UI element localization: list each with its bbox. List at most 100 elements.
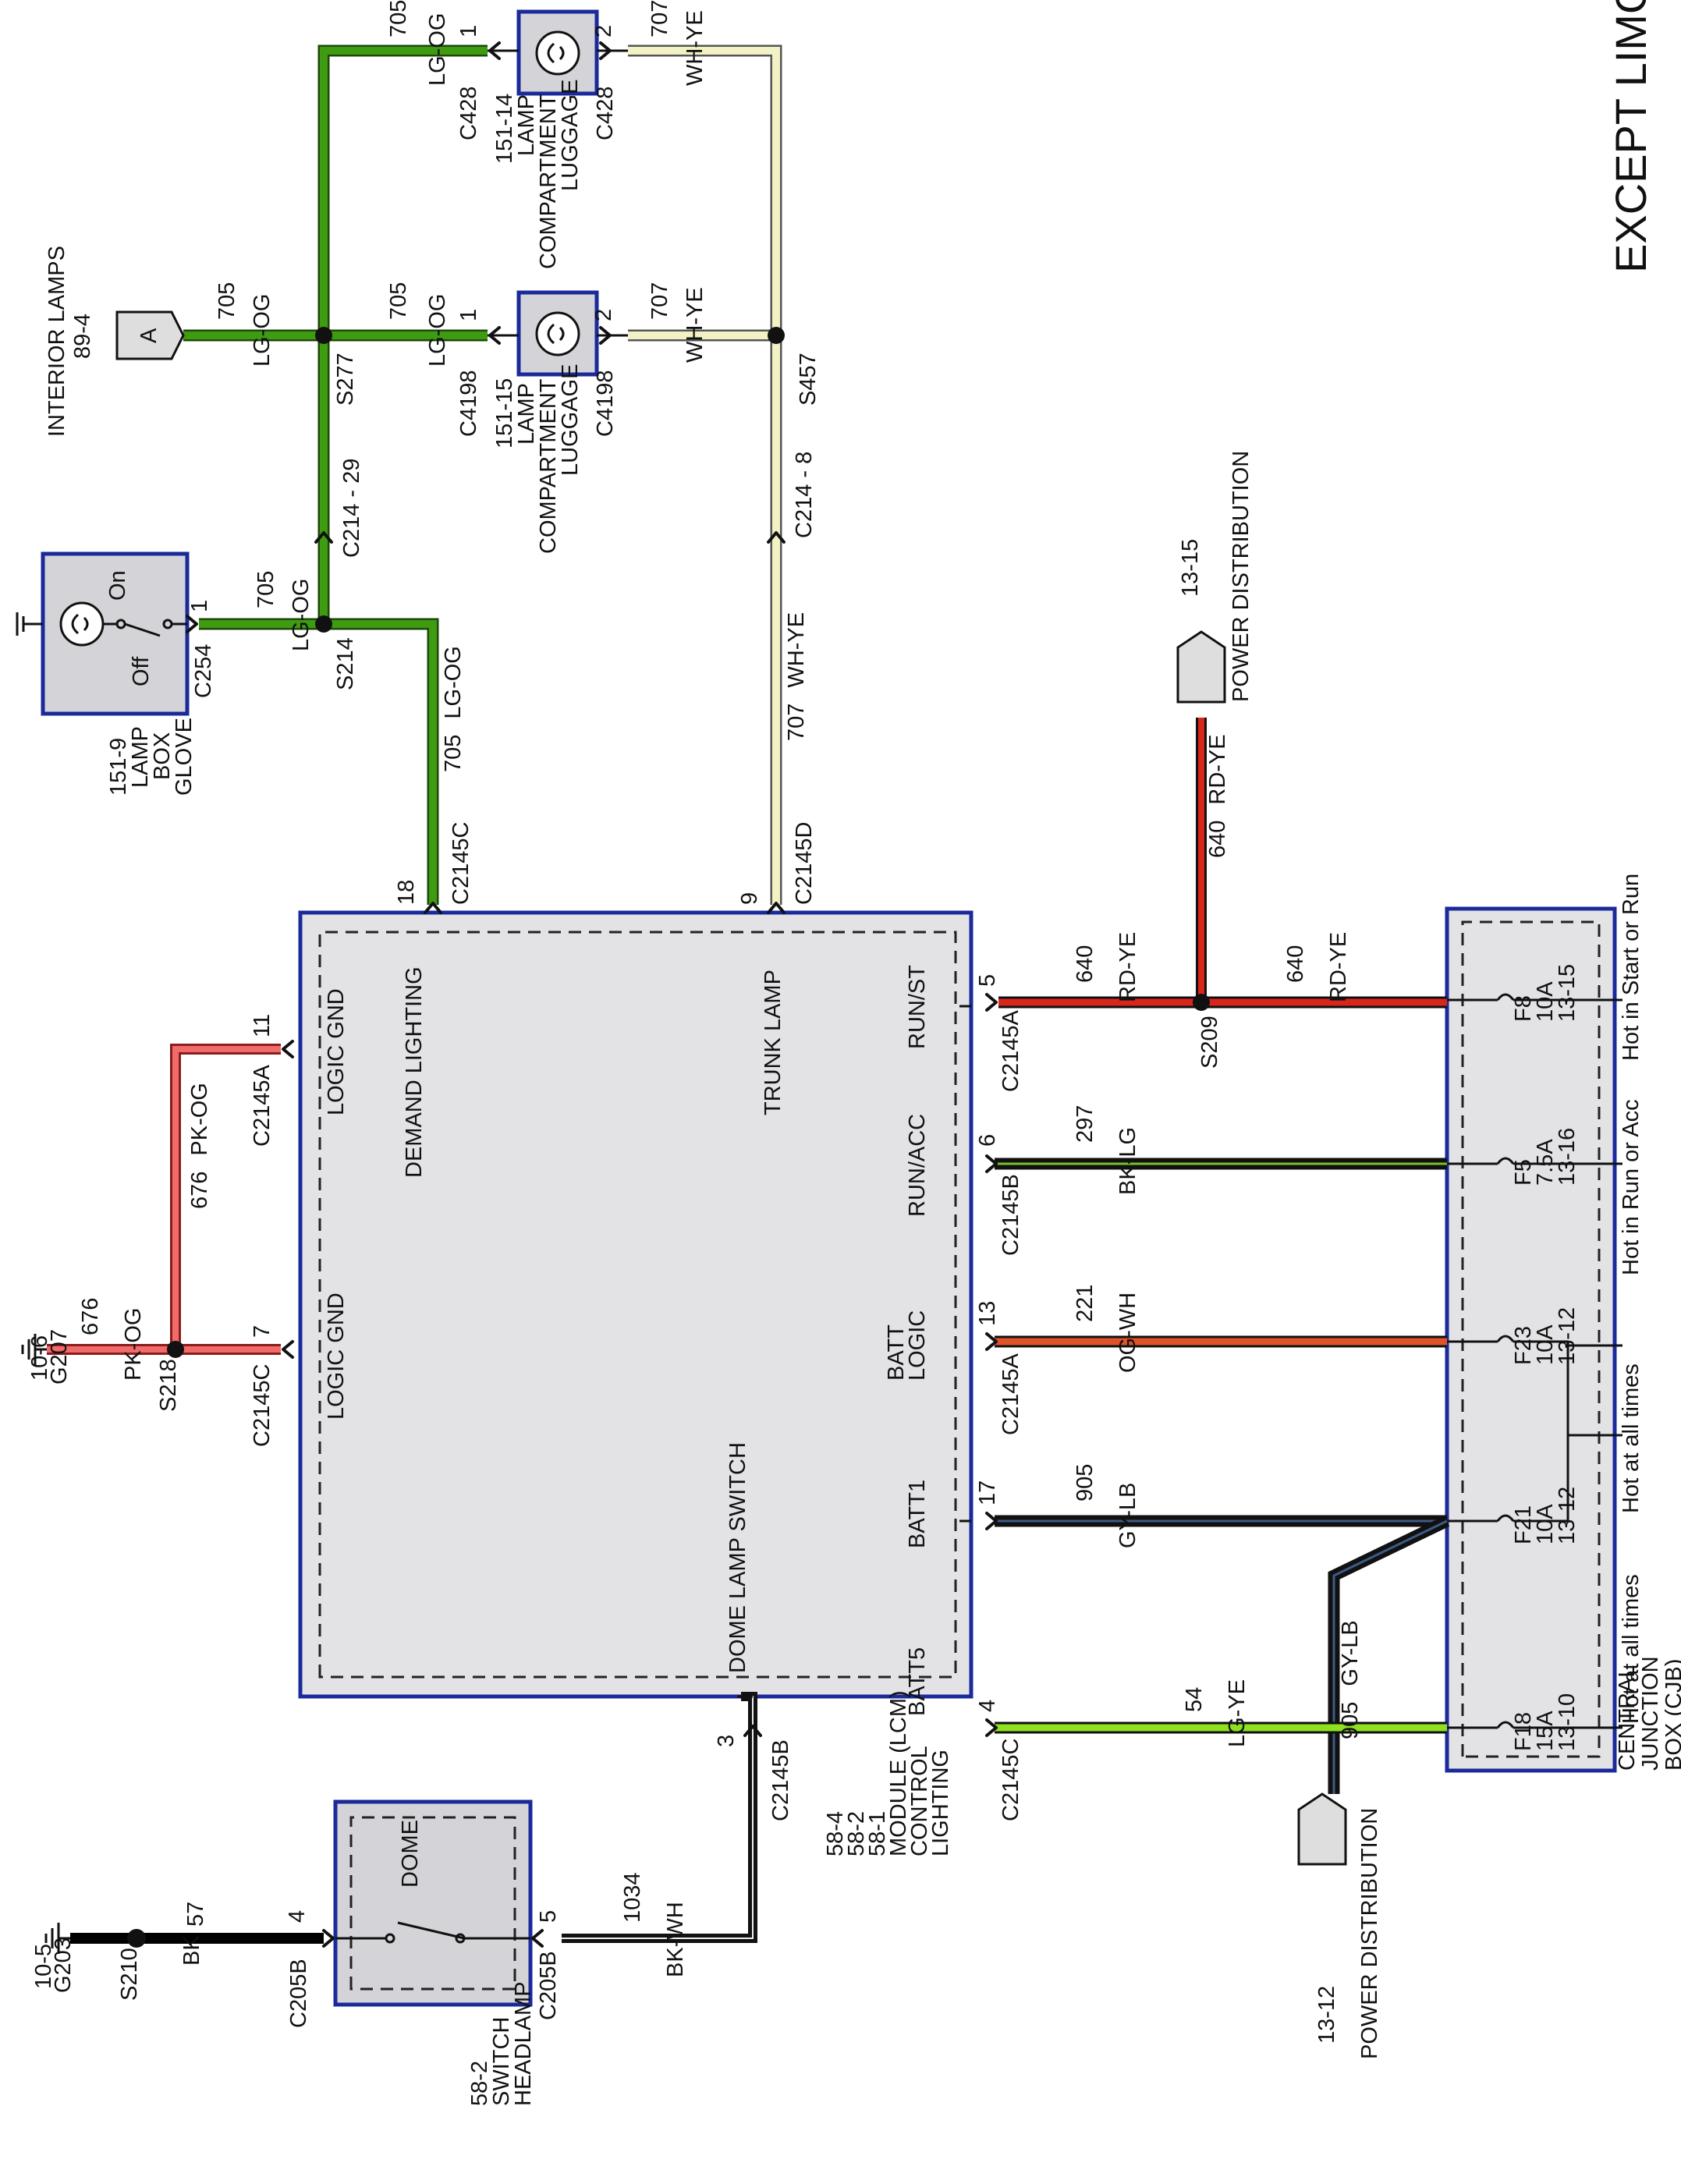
circuit-640a-color: RD-YE [1115,932,1140,1002]
wire-705 [183,44,488,905]
splice-s218-label: S218 [156,1359,181,1412]
circuit-707b-number: 707 [647,282,672,320]
circuit-705a-color: LG-OG [425,13,450,86]
circuit-640v-label: 640RD-YE [1205,734,1230,858]
circuit-640b-number: 640 [1283,945,1308,983]
fuse-f23-symbol [1496,1335,1515,1342]
connector-c2145c-4-pin: 4 [975,1700,1000,1712]
circuit-297-color: BK-LG [1115,1127,1140,1195]
lcm-pin-dome-lamp-switch: DOME LAMP SWITCH [725,1442,750,1673]
connector-c214-29: C214 - 29 [339,459,364,558]
splice-s209-label: S209 [1197,1016,1222,1069]
glove-box-on: On [105,570,130,601]
luggage-compartment-lamp-2 [516,290,599,377]
lamp2-label: COMPARTMENT [536,378,561,554]
connector-c205b-4-pin: 4 [285,1910,310,1923]
lcm-label: 58-2 [844,1811,869,1856]
lcm-pin-runacc: RUN/ACC [905,1114,930,1217]
wire-676 [47,1044,281,1355]
connector-c2145a-13-name: C2145A [998,1353,1023,1435]
lamp1-label: 151-14 [492,94,517,164]
diagram-title: EXCEPT LIMO [1606,0,1655,273]
circuit-297-number: 297 [1073,1105,1098,1143]
connector-c2145b-3-pin: 3 [714,1735,739,1747]
lcm-pin-demand-lighting: DEMAND LIGHTING [402,966,427,1178]
circuit-707v-label: 707WH-YE [784,612,809,741]
glove-box-lamp: On Off [16,551,190,716]
fuse-f8-amps: 10A [1533,981,1558,1022]
splice-s277 [315,327,332,344]
circuit-705b-number: 705 [386,282,411,320]
circuit-705b-color: LG-OG [425,294,450,367]
connector-c2145c-18-pin: 18 [394,880,419,905]
power-distribution-13-15: POWER DISTRIBUTION 13-15 [1176,451,1254,704]
circuit-1034-number: 1034 [620,1872,645,1923]
circuit-1034-color: BK-WH [663,1902,688,1977]
interior-lamps-ref: 89-4 [70,314,95,359]
lcm-pin-logic-gnd: LOGIC GND [324,1292,349,1420]
circuit-57-color: BK [179,1935,204,1966]
lcm-label: CONTROL [907,1746,932,1856]
splice-s457-label: S457 [796,353,821,406]
circuit-676v-label: 676PK-OG [187,1083,212,1209]
hot-label: Hot in Start or Run [1619,874,1644,1061]
circuit-707a-color: WH-YE [683,10,708,86]
fuse-f8-ref: 13-15 [1555,964,1580,1022]
headlamp-switch: DOME [333,1799,533,2007]
headlamp-switch-label: 58-2 [467,2061,492,2106]
wire-905 [995,1515,1450,1794]
connector-c2145c-7-name: C2145C [250,1364,275,1447]
glove-box-label: LAMP [128,726,153,788]
connector-c428-2-name: C428 [593,87,618,140]
wire-1034 [562,1692,757,1943]
lcm-label: 58-1 [865,1811,890,1856]
fuse-f21-amps: 10A [1533,1504,1558,1544]
hot-label: Hot at all times [1619,1574,1644,1724]
ground-g207-ref: 10-6 [27,1335,52,1381]
headlamp-switch-label: SWITCH [489,2017,514,2106]
circuit-640a-number: 640 [1073,945,1098,983]
splice-s210 [127,1929,146,1948]
connector-c2145a-11-name: C2145A [250,1065,275,1147]
fuse-f23-amps: 10A [1533,1324,1558,1365]
connector-c4198-2-pin: 2 [591,309,616,321]
connector-c4198-1-name: C4198 [456,370,481,437]
headlamp-switch-label: HEADLAMP [511,1981,536,2106]
c2145c-7-arrow [282,1340,294,1359]
connector-c4198-1-pin: 1 [456,309,481,321]
connector-c2145c-7-pin: 7 [250,1325,275,1338]
c2145d-arrow [767,902,786,914]
fuse-f18-amps: 15A [1533,1711,1558,1751]
connector-c2145a-11-pin: 11 [250,1014,275,1037]
fuse-f8-label: F8 [1511,995,1536,1022]
circuit-54-number: 54 [1182,1687,1207,1712]
connector-c428-2-pin: 2 [591,25,616,37]
splice-s277-label: S277 [333,353,358,406]
glove-box-label: GLOVE [172,718,197,796]
circuit-640b-color: RD-YE [1326,932,1351,1002]
hot-label: Hot at all times [1619,1363,1644,1513]
wire-707 [628,44,782,905]
lcm-pin-logic-gnd: LOGIC GND [324,988,349,1115]
ground-g207-icon [21,1334,47,1365]
c205b-4-arrow [322,1929,335,1948]
connector-c2145d-9-pin: 9 [737,892,762,905]
splice-s457 [768,327,785,344]
fuse-f5-ref: 13-16 [1555,1128,1580,1186]
lcm-pin-runst: RUN/ST [905,965,930,1049]
fuse-f5-amps: 7.5A [1533,1139,1558,1186]
glove-box-label: BOX [150,732,175,780]
lamp1-label: COMPARTMENT [536,94,561,269]
c205b-5-arrow [531,1929,544,1948]
glove-box-label: 151-9 [106,738,131,796]
luggage-compartment-lamp-1 [516,9,599,96]
connector-c4198-2-name: C4198 [593,370,618,437]
ground-g203-name: G203 [51,1938,76,1993]
connector-c254-1-name: C254 [191,644,216,698]
connector-c205b-5-pin: 5 [536,1910,561,1923]
ground-g203-ref: 10-5 [31,1944,56,1989]
ground-g207-name: G207 [47,1329,72,1384]
fuse-f23-ref: 13-12 [1555,1307,1580,1365]
fuse-f8-symbol [1496,993,1515,1001]
